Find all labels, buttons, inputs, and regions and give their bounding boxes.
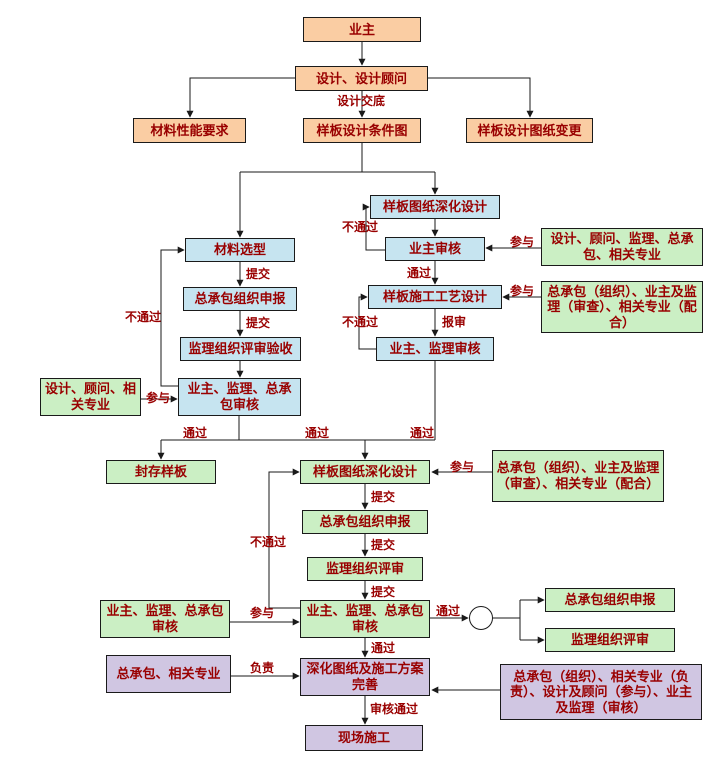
node-participants-left-1: 设计、顾问、相关专业 bbox=[40, 378, 141, 416]
edge-label-pass-to-circle: 通过 bbox=[436, 604, 461, 618]
edge-label-fail-1: 不通过 bbox=[342, 220, 379, 234]
edge-label-review-pass: 审核通过 bbox=[370, 702, 419, 716]
node-participants-left-2: 业主、监理、总承包审核 bbox=[100, 600, 230, 638]
edge-label-join-left-1: 参与 bbox=[146, 391, 171, 405]
edge-label-pass-merge-left: 通过 bbox=[183, 426, 208, 440]
edge-label-fail-center: 不通过 bbox=[250, 535, 287, 549]
node-process-design: 样板施工工艺设计 bbox=[368, 285, 502, 309]
node-participants-process: 总承包（组织）、业主及监理（审查）、相关专业（配合） bbox=[541, 281, 703, 333]
edge-label-join-deepen: 参与 bbox=[450, 460, 475, 474]
edge-label-fail-left: 不通过 bbox=[125, 310, 162, 324]
node-gc-declare-2: 总承包组织申报 bbox=[302, 510, 428, 534]
node-osc-review-1: 业主、监理、总承包审核 bbox=[178, 378, 301, 416]
node-supervisor-review-3: 监理组织评审 bbox=[545, 628, 675, 652]
node-site-construction: 现场施工 bbox=[305, 725, 423, 751]
node-owner-supervisor-review: 业主、监理审核 bbox=[376, 337, 494, 361]
edge-label-design-handover: 设计交底 bbox=[337, 94, 386, 108]
edge-label-pass-merge-right: 通过 bbox=[410, 426, 435, 440]
edge-label-pass-1: 通过 bbox=[407, 266, 432, 280]
edge-label-responsible: 负责 bbox=[250, 661, 275, 675]
edge-label-join-left-2: 参与 bbox=[250, 606, 275, 620]
node-osc-review-2: 业主、监理、总承包审核 bbox=[300, 600, 430, 638]
node-drawing-change: 样板设计图纸变更 bbox=[466, 118, 593, 143]
node-owner-review: 业主审核 bbox=[385, 237, 485, 261]
edge-label-submit-report: 报审 bbox=[442, 315, 467, 329]
node-participants-deepen: 总承包（组织）、业主及监理（审查）、相关专业（配合） bbox=[492, 450, 664, 502]
node-deepen-design-2: 样板图纸深化设计 bbox=[300, 460, 430, 484]
node-responsibility-group: 总承包（组织）、相关专业（负责）、设计及顾问（参与）、业主及监理（审核） bbox=[500, 664, 702, 720]
edge-label-pass-down: 通过 bbox=[371, 641, 396, 655]
edge-label-join-1: 参与 bbox=[510, 235, 535, 249]
node-material-requirements: 材料性能要求 bbox=[133, 118, 246, 143]
node-material-selection: 材料选型 bbox=[185, 238, 295, 262]
node-supervisor-review-accept: 监理组织评审验收 bbox=[180, 337, 301, 361]
edge-label-submit-3: 提交 bbox=[371, 490, 396, 504]
edge-label-submit-5: 提交 bbox=[371, 585, 396, 599]
node-condition-drawing: 样板设计条件图 bbox=[303, 118, 421, 143]
node-seal-sample: 封存样板 bbox=[106, 460, 216, 484]
node-deepen-design-1: 样板图纸深化设计 bbox=[370, 195, 500, 219]
edge-label-submit-4: 提交 bbox=[371, 538, 396, 552]
node-gc-declare-1: 总承包组织申报 bbox=[183, 287, 297, 311]
node-improve-plan: 深化图纸及施工方案完善 bbox=[300, 658, 430, 696]
connector-circle bbox=[469, 606, 493, 630]
node-gc-declare-3: 总承包组织申报 bbox=[545, 588, 675, 612]
edge-label-submit-1: 提交 bbox=[246, 267, 271, 281]
node-gc-related: 总承包、相关专业 bbox=[106, 655, 231, 693]
edge-label-submit-2: 提交 bbox=[246, 316, 271, 330]
edge-label-join-2: 参与 bbox=[510, 284, 535, 298]
node-participants-review-1: 设计、顾问、监理、总承包、相关专业 bbox=[541, 228, 703, 266]
node-supervisor-review-2: 监理组织评审 bbox=[307, 557, 423, 581]
node-designer: 设计、设计顾问 bbox=[295, 66, 428, 91]
node-owner: 业主 bbox=[303, 17, 421, 42]
edge-label-pass-merge-center: 通过 bbox=[305, 426, 330, 440]
edge-label-fail-2: 不通过 bbox=[342, 315, 379, 329]
